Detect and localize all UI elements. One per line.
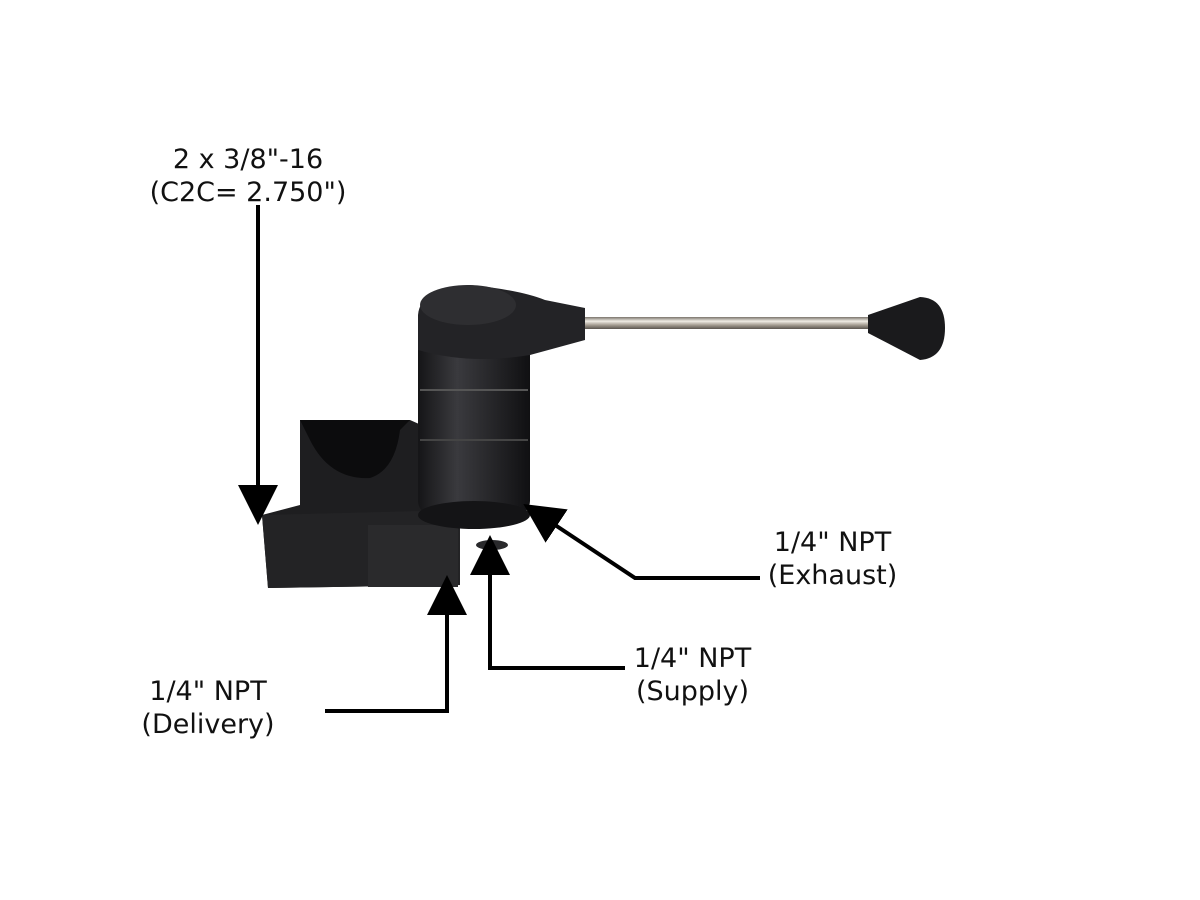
supply-label-line2: (Supply): [635, 676, 750, 707]
exhaust-leader-line: [523, 503, 760, 580]
delivery-label: 1/4" NPT (Delivery): [128, 675, 288, 741]
supply-label: 1/4" NPT (Supply): [615, 642, 770, 708]
exhaust-label-line2: (Exhaust): [767, 560, 898, 591]
lever-knob: [868, 297, 945, 360]
mounting-label-line2: (C2C= 2.750"): [149, 177, 347, 208]
exhaust-label: 1/4" NPT (Exhaust): [755, 526, 910, 592]
valve-base-bracket: [262, 420, 460, 588]
delivery-leader-line: [325, 575, 467, 713]
delivery-label-line1: 1/4" NPT: [149, 676, 267, 707]
supply-label-line1: 1/4" NPT: [633, 643, 752, 674]
mounting-label: 2 x 3/8"-16 (C2C= 2.750"): [128, 143, 368, 209]
supply-leader-line: [470, 535, 625, 670]
exhaust-label-line1: 1/4" NPT: [773, 527, 892, 558]
mounting-label-line1: 2 x 3/8"-16: [172, 144, 324, 175]
valve-body: [418, 330, 530, 550]
lever-head: [418, 285, 585, 359]
delivery-label-line2: (Delivery): [141, 709, 275, 740]
lever-rod: [585, 317, 875, 329]
